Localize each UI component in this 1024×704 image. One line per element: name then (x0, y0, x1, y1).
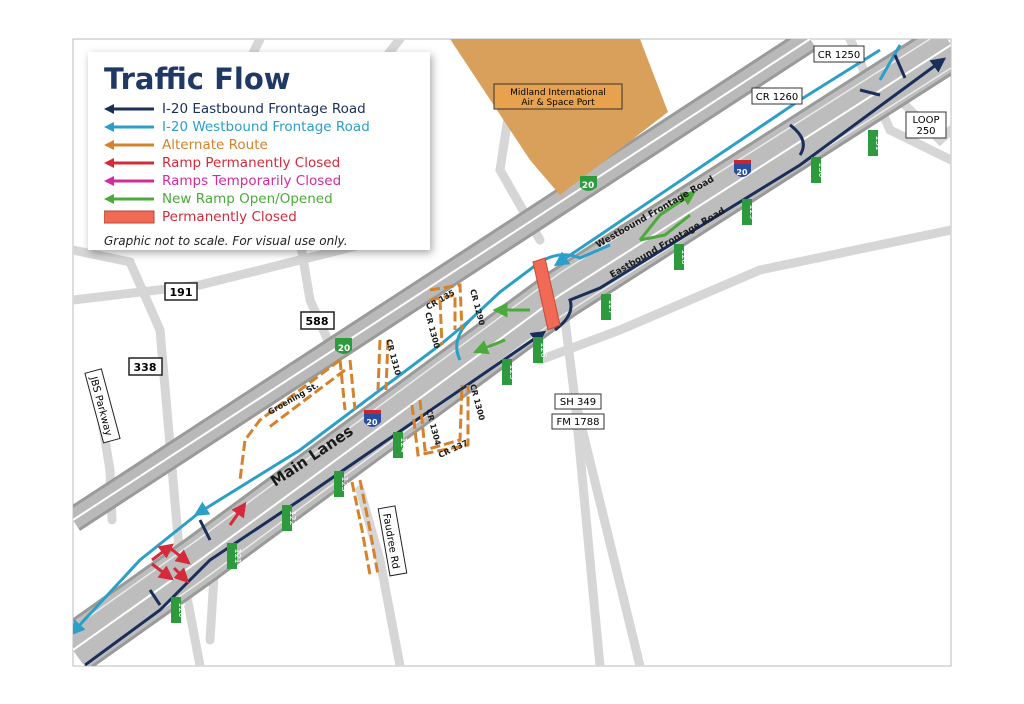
fm-1788-label: FM 1788 (551, 413, 605, 430)
legend-panel: Traffic Flow I-20 Eastbound Frontage Roa… (88, 52, 430, 250)
mile-marker-label: 123 (340, 476, 349, 491)
legend-item: New Ramp Open/Opened (104, 190, 416, 208)
north-highway (73, 39, 818, 531)
legend-item-label: Ramps Temporarily Closed (162, 173, 342, 189)
mile-marker: 124 (393, 432, 408, 458)
closure-bar-icon (104, 210, 156, 224)
sh-349-label: SH 349 (554, 393, 602, 410)
permanent-closure-bar (532, 257, 561, 331)
arrow-left-icon (104, 156, 156, 170)
legend-item: Ramp Permanently Closed (104, 154, 416, 172)
legend-item-label: Alternate Route (162, 137, 268, 153)
cr-1260-label: CR 1260 (751, 87, 803, 105)
arrow-left-icon (104, 138, 156, 152)
legend-title: Traffic Flow (104, 62, 291, 96)
mile-marker: 130 (811, 157, 826, 183)
mile-marker: 127 (601, 294, 616, 320)
i20-shield-north-a: 20 (580, 176, 597, 191)
loop-250-line1: LOOP (913, 115, 940, 126)
i20-corridor (73, 39, 951, 666)
alternate-routes (238, 283, 470, 576)
i20-shield-label: 20 (338, 344, 351, 354)
i20-shield-label: 20 (736, 168, 748, 177)
mile-marker: 120 (171, 597, 186, 623)
closed-ramp-arrows (151, 501, 247, 584)
mile-marker-label: 121 (233, 548, 242, 563)
arrow-left-icon (104, 120, 156, 134)
legend-item-label: Permanently Closed (162, 209, 297, 225)
legend-item: Alternate Route (104, 136, 416, 154)
mile-marker-label: 131 (874, 135, 883, 150)
mile-marker: 123 (334, 471, 349, 497)
cr-1260-text: CR 1260 (756, 92, 799, 103)
route-588-text: 588 (306, 315, 329, 328)
mile-marker: 122 (282, 505, 297, 531)
route-191-text: 191 (170, 286, 193, 299)
arrow-left-icon (104, 192, 156, 206)
mile-marker-label: 120 (177, 602, 186, 617)
mile-marker: 129 (742, 199, 757, 225)
mile-marker-label: 127 (607, 299, 616, 314)
mile-markers: 120 121 122 123 124 125 126 127 128 129 130 131 (171, 130, 883, 623)
mile-marker-label: 128 (680, 249, 689, 264)
route-338-text: 338 (134, 361, 157, 374)
mile-marker-label: 126 (539, 342, 548, 357)
mile-marker-label: 129 (748, 204, 757, 219)
legend-item-label: Ramp Permanently Closed (162, 155, 341, 171)
cr-1250-text: CR 1250 (818, 50, 861, 61)
mile-marker: 131 (868, 130, 883, 156)
mile-marker: 125 (502, 359, 517, 385)
mile-marker: 126 (533, 337, 548, 363)
mile-marker-label: 122 (288, 510, 297, 525)
mile-marker-label: 130 (817, 162, 826, 177)
legend-item-label: New Ramp Open/Opened (162, 191, 333, 207)
i20-shield-label: 20 (366, 418, 378, 427)
airport-label-line1: Midland International (510, 88, 606, 98)
route-338-label: 338 (128, 357, 163, 376)
legend-item: I-20 Eastbound Frontage Road (104, 100, 416, 118)
legend-note: Graphic not to scale. For visual use onl… (104, 234, 348, 248)
sh-349-text: SH 349 (560, 397, 596, 408)
mile-marker: 121 (227, 543, 242, 569)
arrow-left-icon (104, 174, 156, 188)
arrow-left-icon (104, 102, 156, 116)
cr-1250-label: CR 1250 (813, 45, 865, 63)
eastbound-frontage-route (84, 54, 947, 666)
airport-label-line2: Air & Space Port (521, 98, 595, 108)
mile-marker-label: 124 (399, 437, 408, 452)
legend-item: Ramps Temporarily Closed (104, 172, 416, 190)
i20-shield-interstate-b: 20 (734, 160, 751, 177)
fm-1788-text: FM 1788 (556, 417, 599, 428)
loop-250-label: LOOP 250 (905, 111, 947, 139)
legend-item: Permanently Closed (104, 208, 416, 226)
westbound-frontage-route (73, 44, 902, 636)
route-588-label: 588 (300, 311, 335, 330)
new-ramp-arrows (473, 190, 697, 355)
route-191-label: 191 (164, 282, 198, 301)
i20-shield-interstate-a: 20 (364, 410, 381, 427)
airport-area (450, 39, 668, 195)
legend-item-label: I-20 Westbound Frontage Road (162, 119, 370, 135)
loop-250-line2: 250 (916, 126, 935, 137)
legend-item-label: I-20 Eastbound Frontage Road (162, 101, 366, 117)
legend-item: I-20 Westbound Frontage Road (104, 118, 416, 136)
i20-shield-label: 20 (582, 181, 595, 191)
airport-label: Midland International Air & Space Port (493, 83, 623, 110)
mile-marker: 128 (674, 244, 689, 270)
mile-marker-label: 125 (508, 364, 517, 379)
i20-shield-north-b: 20 (335, 338, 352, 354)
